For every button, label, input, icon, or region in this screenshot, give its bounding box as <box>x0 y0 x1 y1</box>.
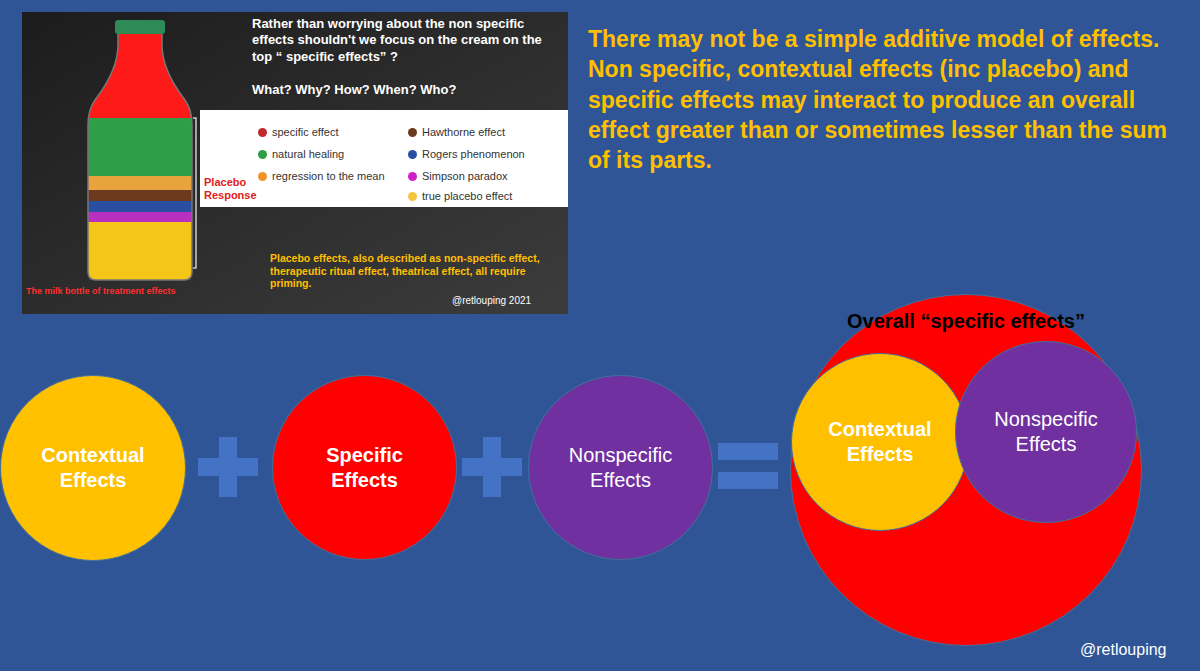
legend-text: natural healing <box>272 148 344 161</box>
circle-label: Specific Effects <box>296 443 433 493</box>
overall-circle: Overall “specific effects” Contextual Eff… <box>790 294 1142 646</box>
slide-watermark: @retlouping 2021 <box>452 295 562 307</box>
effect-circle: Contextual Effects <box>791 353 969 531</box>
bottle-caption: The milk bottle of treatment effects <box>26 286 226 297</box>
milk-bottle <box>80 30 200 282</box>
equals-sign <box>718 443 778 489</box>
legend-text: Hawthorne effect <box>422 126 505 139</box>
effect-circle: Nonspecific Effects <box>955 341 1137 523</box>
plus-sign <box>462 437 522 497</box>
bracket <box>193 118 196 268</box>
legend-swatch <box>408 150 417 159</box>
legend-swatch <box>408 192 417 201</box>
bottle-outline <box>88 32 192 280</box>
effect-circle: Nonspecific Effects <box>528 375 713 560</box>
slide-note: Placebo effects, also described as non-s… <box>270 252 560 290</box>
legend-text: true placebo effect <box>422 190 512 203</box>
legend-swatch <box>408 128 417 137</box>
legend-text: regression to the mean <box>272 170 385 183</box>
effect-circle: Contextual Effects <box>0 375 186 561</box>
bracket-label: Placebo Response <box>204 176 256 201</box>
effect-circle: Specific Effects <box>272 375 457 560</box>
legend-swatch <box>258 128 267 137</box>
legend-swatch <box>258 150 267 159</box>
circle-label: Nonspecific Effects <box>979 407 1114 457</box>
circle-label: Contextual Effects <box>814 417 946 467</box>
legend-text: Rogers phenomenon <box>422 148 525 161</box>
circle-label: Contextual Effects <box>24 443 162 493</box>
bottle-cap <box>115 20 165 34</box>
slide-panel <box>22 12 568 314</box>
watermark: @retlouping <box>1080 640 1195 659</box>
slide-question: Rather than worrying about the non speci… <box>252 16 552 65</box>
legend-swatch <box>408 172 417 181</box>
legend-swatch <box>258 172 267 181</box>
circle-heading: Overall “specific effects” <box>847 309 1085 334</box>
note-text: There may not be a simple additive model… <box>588 24 1180 176</box>
circle-label: Nonspecific Effects <box>552 443 689 493</box>
slide-question: What? Why? How? When? Who? <box>252 82 552 98</box>
legend-text: Simpson paradox <box>422 170 508 183</box>
legend-panel <box>200 110 568 207</box>
plus-sign <box>198 437 258 497</box>
legend-text: specific effect <box>272 126 338 139</box>
